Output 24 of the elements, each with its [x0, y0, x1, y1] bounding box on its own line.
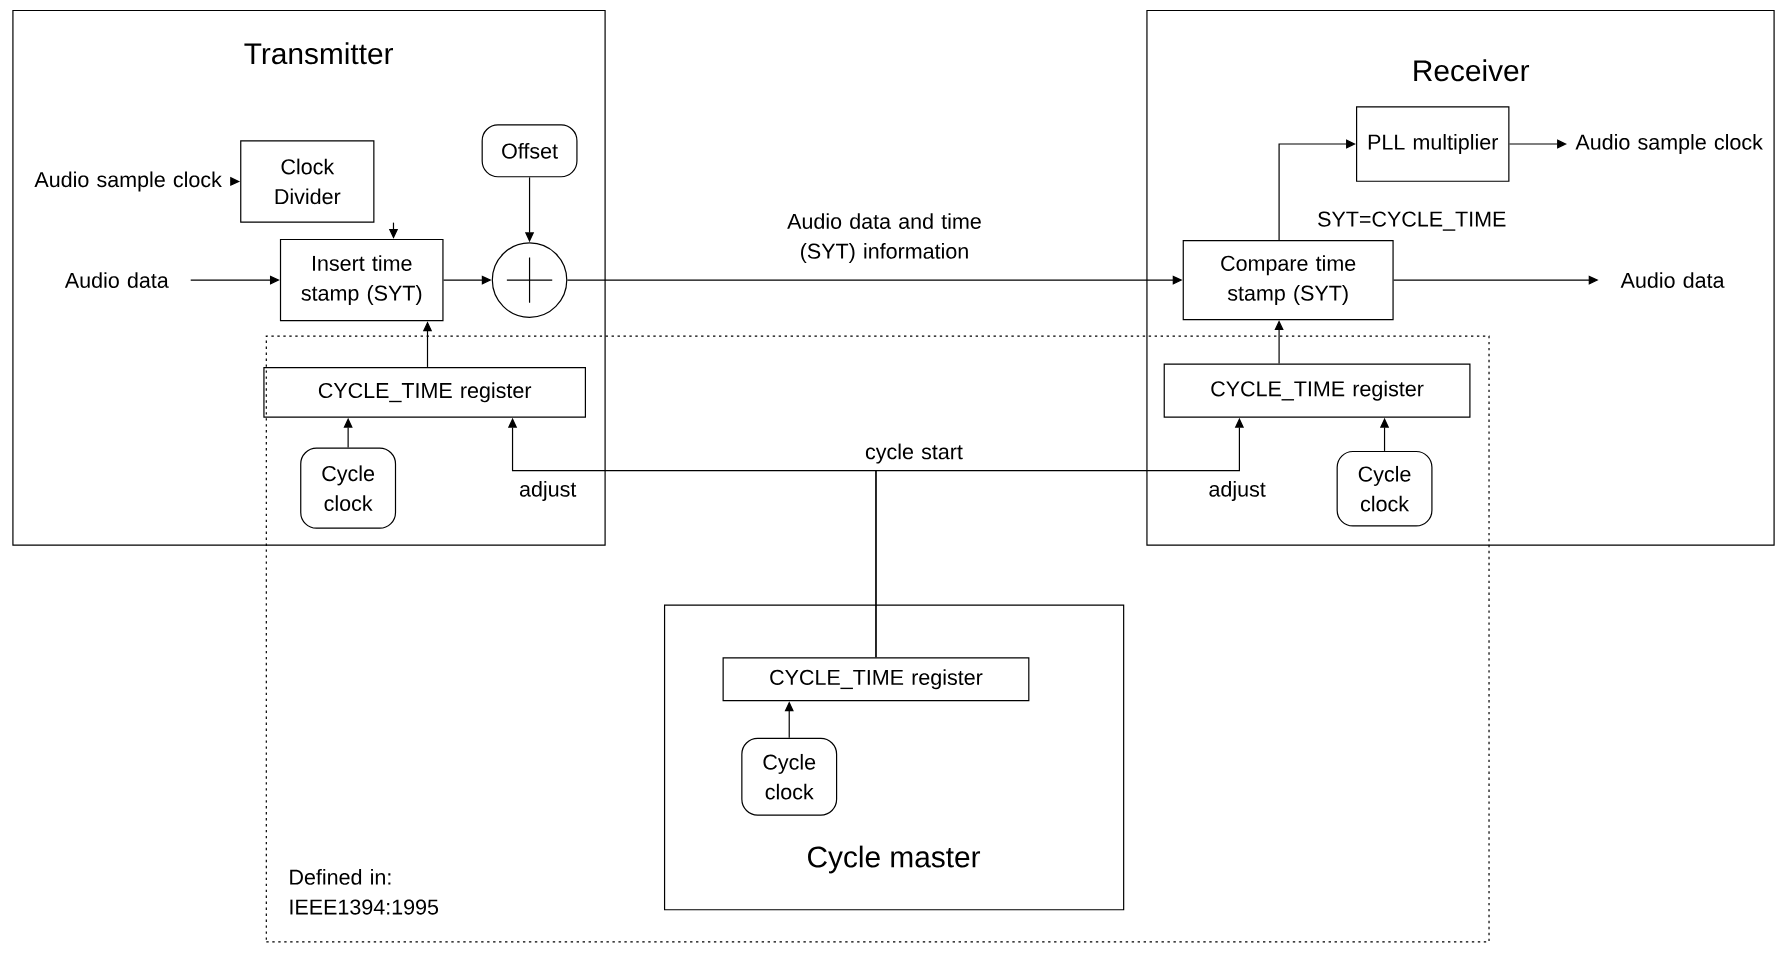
edge-label: adjust	[519, 481, 577, 502]
clock-box: Cycle clock	[741, 738, 838, 816]
output-label: Audio sample clock	[1575, 134, 1763, 155]
clock-box: Cycle clock	[1336, 451, 1433, 527]
line-label: cycle start	[865, 443, 963, 464]
edge-label: adjust	[1209, 481, 1266, 502]
edge-label: SYT=CYCLE_TIME	[1318, 211, 1506, 231]
edge-label: Audio data and time (SYT) information	[787, 213, 981, 264]
input-label: Audio data	[64, 272, 169, 289]
compare-box: Compare time stamp (SYT)	[1182, 240, 1394, 321]
arrow	[190, 275, 280, 285]
register-box: CYCLE_TIME register	[263, 367, 586, 418]
pll-box: PLL multiplier	[1356, 106, 1510, 183]
input-label: Audio sample clock	[34, 171, 222, 192]
arrow	[1508, 139, 1567, 149]
register-box: CYCLE_TIME register	[722, 657, 1030, 702]
arrow	[343, 418, 353, 449]
adder-symbol	[491, 242, 568, 319]
register-box: CYCLE_TIME register	[1163, 363, 1471, 418]
arrow	[1278, 139, 1356, 241]
offset-box: Offset	[481, 124, 578, 178]
clock-box: Cycle clock	[300, 447, 397, 530]
timestamp-box: Insert time stamp (SYT)	[279, 239, 444, 322]
output-label: Audio data	[1620, 272, 1725, 289]
